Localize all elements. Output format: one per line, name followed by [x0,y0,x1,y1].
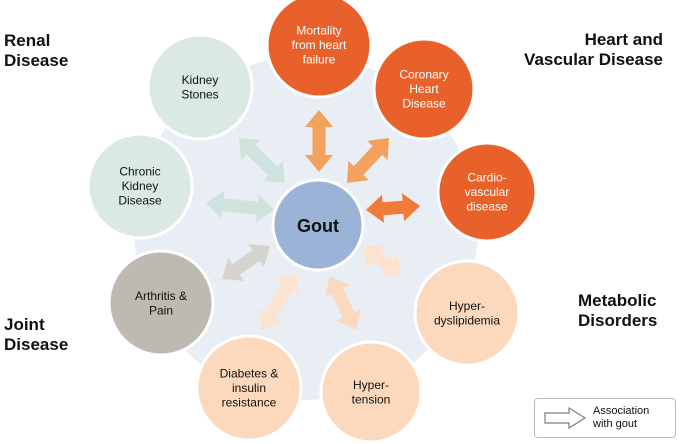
node-circle-mortality[interactable] [265,0,373,99]
association-arrow-mortality [305,110,333,172]
category-metabolic: Metabolic Disorders [578,291,658,330]
category-joint: Joint Disease [4,315,69,354]
node-circle-coronary[interactable] [372,37,476,141]
node-circle-arthritis[interactable] [107,249,215,357]
legend: Association with gout [534,398,676,438]
node-circle-ckd[interactable] [86,132,194,240]
legend-label: Association with gout [593,405,650,430]
association-arrow-hypertension [324,276,362,330]
node-dyslipidemia[interactable]: Hyper-dyslipidemia [413,259,521,367]
node-label-arthritis: Arthritis &Pain [135,289,187,318]
node-circle-stones[interactable] [146,33,254,141]
association-arrow-coronary [347,138,389,183]
node-circle-diabetes[interactable] [195,334,303,442]
node-circle-dyslipidemia[interactable] [413,259,521,367]
center-label: Gout [297,216,339,236]
node-arthritis[interactable]: Arthritis &Pain [107,249,215,357]
association-arrow-stones [239,138,285,183]
arrows-layer [206,110,420,330]
node-circle-cardio[interactable] [436,141,538,243]
association-arrow-dyslipidemia [362,245,403,277]
node-hypertension[interactable]: Hyper-tension [319,340,423,444]
center-circle[interactable] [271,178,365,272]
association-arrow-ckd [206,190,274,223]
association-arrow-diabetes [258,273,300,330]
center-node[interactable]: Gout [271,178,365,272]
legend-arrow-icon [544,407,587,429]
node-circle-hypertension[interactable] [319,340,423,444]
association-arrow-arthritis [222,244,270,281]
node-label-dyslipidemia: Hyper-dyslipidemia [434,299,500,328]
node-label-hypertension: Hyper-tension [352,378,391,407]
association-arrow-cardio [366,193,420,223]
category-heart: Heart and Vascular Disease [524,30,663,69]
category-renal: Renal Disease [4,31,69,70]
